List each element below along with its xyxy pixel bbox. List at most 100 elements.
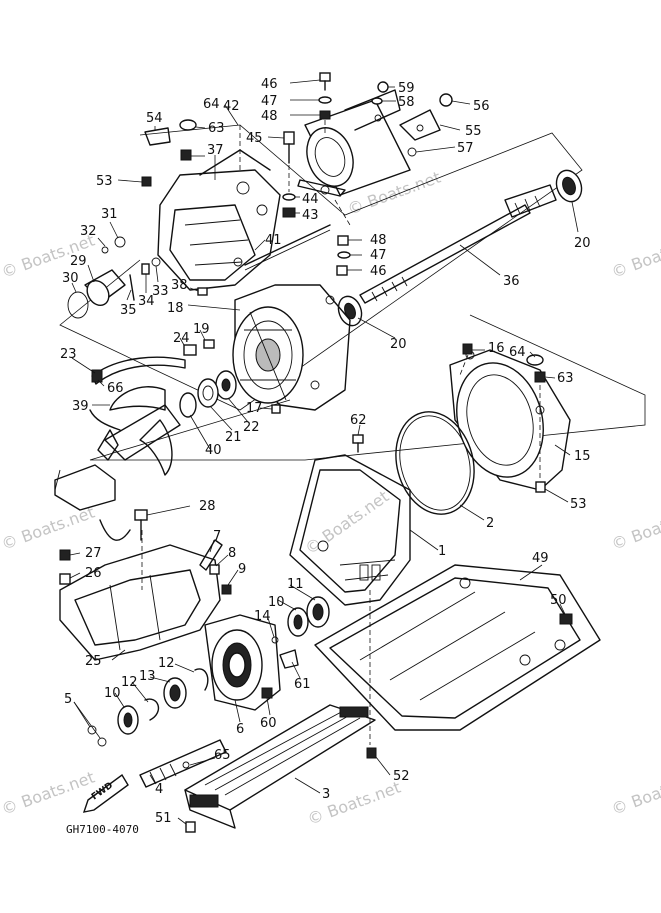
leader-lines	[69, 79, 579, 825]
bolt-46-mid	[336, 265, 348, 276]
drawing-code: GH7100-4070	[66, 823, 139, 836]
callout-18: 18	[167, 301, 184, 316]
washer-58	[371, 97, 383, 105]
callout-9: 9	[238, 562, 246, 577]
bearing-11	[306, 596, 330, 628]
callout-23: 23	[60, 347, 77, 362]
watermark-right-bottom: © Boats.net	[609, 768, 661, 819]
pin-65	[182, 761, 190, 769]
callout-65: 65	[214, 748, 231, 763]
watermark-left-bottom: © Boats.net	[0, 768, 97, 819]
intake-grate	[184, 704, 376, 829]
callout-47-mid: 47	[370, 248, 387, 263]
pin-17	[271, 404, 281, 414]
bolt-27	[59, 549, 71, 561]
fitting-19	[203, 339, 215, 349]
callout-10-left: 10	[104, 686, 121, 701]
screw-57	[407, 147, 417, 157]
duct	[289, 454, 411, 606]
callout-29: 29	[70, 254, 87, 269]
washer-47-top	[318, 96, 332, 104]
fitting-28	[134, 509, 148, 541]
spacer-21	[197, 378, 219, 408]
callout-34: 34	[138, 294, 155, 309]
callout-16: 16	[488, 341, 505, 356]
upper-assembly-outline	[59, 124, 583, 411]
callout-44: 44	[302, 192, 319, 207]
ride-plate	[314, 564, 601, 731]
callout-3: 3	[322, 787, 330, 802]
bolt-63-top	[180, 149, 192, 161]
nut-43	[282, 207, 296, 218]
watermark-center: © Boats.net	[301, 487, 392, 559]
callout-30: 30	[62, 271, 79, 286]
ring-5-b	[97, 737, 107, 747]
nut-59	[377, 81, 389, 93]
callout-49: 49	[532, 551, 549, 566]
bolt-53-right	[535, 481, 546, 493]
callout-45: 45	[246, 131, 263, 146]
callout-36: 36	[503, 274, 520, 289]
pin-14	[271, 636, 279, 644]
callout-64-top: 64	[203, 97, 220, 112]
bolt-50	[559, 613, 573, 625]
callout-52: 52	[393, 769, 410, 784]
callout-53-right: 53	[570, 497, 587, 512]
callout-41: 41	[265, 233, 282, 248]
screw-34	[141, 263, 150, 275]
bolt-53-top	[141, 176, 152, 187]
callout-62: 62	[350, 413, 367, 428]
washer-40	[179, 392, 197, 418]
bracket-left	[54, 464, 116, 511]
pin-38	[197, 287, 208, 296]
seal-10-right	[287, 607, 309, 637]
circlip-12-right	[194, 668, 209, 691]
callout-56: 56	[473, 99, 490, 114]
callout-25: 25	[85, 654, 102, 669]
callout-20-mid: 20	[390, 337, 407, 352]
nipple-31	[114, 236, 126, 248]
bolt-62	[352, 434, 364, 453]
callout-28: 28	[199, 499, 216, 514]
bolt-16	[462, 343, 473, 355]
callout-48-mid: 48	[370, 233, 387, 248]
clamp-24	[183, 344, 197, 356]
callout-14: 14	[254, 609, 271, 624]
callout-11: 11	[287, 577, 304, 592]
callout-24: 24	[173, 331, 190, 346]
callout-5: 5	[64, 692, 72, 707]
cap-64-top	[179, 119, 197, 131]
clamp-66	[91, 369, 103, 383]
watermark-right-top: © Boats.net	[609, 231, 661, 282]
callout-57: 57	[457, 141, 474, 156]
bolt-63-right	[534, 371, 546, 383]
nozzle-ring	[449, 349, 571, 491]
nozzle-6	[204, 614, 281, 711]
bracket-55	[399, 109, 441, 141]
callout-33: 33	[152, 284, 169, 299]
callout-21: 21	[225, 430, 242, 445]
callout-19: 19	[193, 322, 210, 337]
clip-61	[279, 649, 299, 669]
bearing-13	[163, 677, 187, 709]
watermark-center-bottom: © Boats.net	[305, 778, 403, 829]
callout-4: 4	[155, 782, 163, 797]
callout-53-top: 53	[96, 174, 113, 189]
callout-38: 38	[171, 278, 188, 293]
callout-54: 54	[146, 111, 163, 126]
callout-32: 32	[80, 224, 97, 239]
callout-43: 43	[302, 208, 319, 223]
callout-63-right: 63	[557, 371, 574, 386]
bolt-46-top	[319, 72, 331, 91]
bolt-26	[59, 573, 71, 585]
tube-28	[99, 519, 131, 541]
hose-23	[91, 356, 186, 385]
impeller	[89, 386, 181, 476]
callout-12-right: 12	[158, 656, 175, 671]
pin-7	[199, 539, 223, 571]
callout-58: 58	[398, 95, 415, 110]
dashed-lines	[141, 120, 541, 745]
callout-31: 31	[101, 207, 118, 222]
callout-42: 42	[223, 99, 240, 114]
